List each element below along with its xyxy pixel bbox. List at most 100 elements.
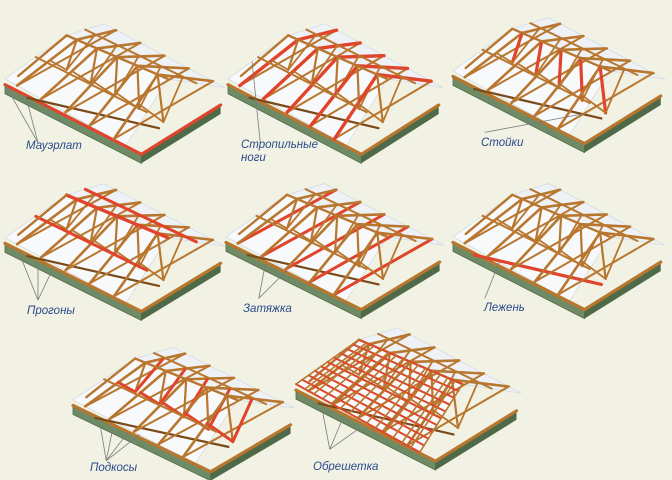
post	[598, 64, 608, 115]
strut	[310, 204, 338, 243]
mauerlat-front	[294, 388, 438, 463]
wall-side	[435, 410, 517, 471]
caption-rafters-line1: Стропильные	[241, 139, 318, 151]
ridge-purlin	[287, 34, 389, 81]
strut	[516, 228, 537, 243]
ridge-purlin	[64, 193, 170, 240]
caption-tie: Затяжка	[243, 303, 292, 315]
rafter	[348, 357, 405, 415]
tie-beam	[40, 41, 142, 100]
purlin-front	[257, 56, 368, 114]
purlin-front	[481, 214, 591, 270]
strut	[116, 380, 137, 394]
post	[557, 214, 563, 255]
leader-line	[106, 434, 140, 461]
sill-beam	[473, 87, 603, 120]
strut	[604, 234, 625, 280]
wall-side	[210, 424, 291, 480]
strut	[604, 68, 625, 114]
strut	[341, 364, 360, 376]
tie-beam	[262, 41, 362, 100]
purlin-back	[83, 187, 198, 244]
post	[599, 231, 607, 280]
tie-beam	[40, 201, 142, 259]
post	[557, 48, 563, 90]
strut	[89, 45, 118, 84]
rafter	[304, 342, 368, 390]
mauerlat-front	[71, 403, 213, 474]
rafter	[339, 354, 397, 410]
purlin-back	[304, 188, 417, 242]
leader-line	[37, 267, 54, 301]
leader-line	[322, 413, 331, 450]
leader-line	[484, 113, 583, 133]
post	[534, 206, 543, 243]
post	[225, 394, 234, 443]
post	[376, 73, 384, 124]
hip-rafter	[85, 357, 137, 399]
leader-line	[105, 431, 129, 461]
strut	[231, 397, 254, 444]
strut	[534, 204, 562, 243]
purlin-back	[529, 22, 639, 76]
mauerlat-side	[209, 423, 293, 474]
post	[333, 214, 339, 255]
strut	[48, 218, 68, 230]
leader-line	[105, 427, 114, 461]
post	[287, 38, 300, 71]
leader-line	[4, 84, 39, 143]
sill-beam	[25, 96, 161, 130]
leader-line	[20, 255, 39, 301]
tie-beam	[84, 352, 187, 408]
tie-beam	[16, 188, 118, 246]
strut	[511, 193, 541, 230]
purlin-back	[153, 352, 268, 406]
sill-beam	[94, 416, 230, 448]
wall-side	[361, 262, 440, 319]
ridge-purlin	[511, 27, 612, 73]
caption-struts: Подкосы	[90, 462, 138, 474]
sill-beam	[246, 253, 380, 286]
roof-panel-mauerlat	[3, 23, 226, 164]
post	[534, 39, 544, 77]
ridge-purlin	[285, 193, 389, 239]
strut	[534, 38, 562, 76]
post	[510, 31, 524, 65]
strut	[137, 260, 165, 282]
tie-beam	[556, 238, 655, 296]
strut	[381, 76, 403, 123]
ridge-purlin	[133, 357, 239, 402]
tie-beam	[236, 188, 338, 245]
post	[511, 197, 524, 230]
tie-beam	[463, 22, 562, 79]
mauerlat-side	[359, 103, 441, 156]
strut	[270, 59, 290, 71]
hip-rafter	[17, 193, 68, 237]
strut	[580, 259, 607, 280]
post	[285, 197, 299, 230]
strut	[65, 194, 96, 230]
purlin-back	[84, 28, 198, 85]
roof-panel-tie	[224, 183, 445, 320]
wall-side	[584, 96, 661, 153]
strut	[386, 386, 410, 403]
post	[65, 38, 78, 71]
mauerlat-front	[224, 240, 363, 312]
post	[156, 73, 165, 124]
purlin-front	[255, 214, 368, 270]
rafter	[383, 370, 434, 434]
strut	[511, 27, 541, 64]
tie-beam	[16, 29, 118, 87]
leader-line	[484, 260, 501, 299]
rafter	[365, 364, 419, 424]
wall-side	[141, 105, 221, 164]
rafter	[401, 377, 449, 444]
strut	[382, 234, 403, 280]
tie-beam	[463, 188, 562, 245]
post	[89, 206, 99, 243]
post	[310, 47, 319, 85]
strut	[495, 218, 514, 230]
post	[113, 56, 119, 98]
leader-line	[329, 428, 360, 450]
